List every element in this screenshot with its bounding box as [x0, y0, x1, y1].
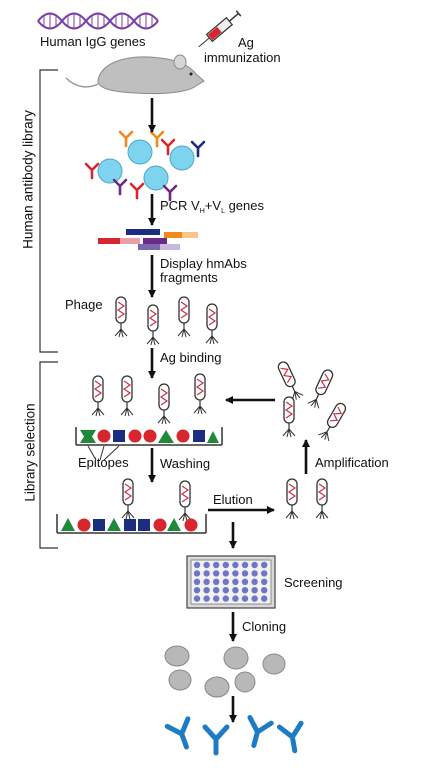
vh-vl-gene-fragments: [98, 229, 198, 250]
plate-well: [203, 578, 210, 585]
ag-label: Ag: [238, 35, 254, 50]
plate-well: [203, 587, 210, 594]
plate-well: [241, 587, 249, 594]
amplified-phage-group: [275, 359, 349, 443]
display-label-line2: fragments: [160, 270, 218, 285]
plate-well: [222, 570, 229, 577]
plate-well: [203, 570, 210, 577]
epitopes-label: Epitopes: [78, 455, 129, 470]
plate-well: [213, 570, 220, 577]
plate-well: [241, 578, 249, 585]
library-bracket: [39, 69, 58, 353]
immunization-label: immunization: [204, 50, 281, 65]
epitope-row: [75, 427, 223, 461]
plate-well: [203, 595, 210, 602]
washing-label: Washing: [160, 456, 211, 471]
eluted-phage-group: [285, 478, 329, 520]
mouse-icon: [65, 54, 205, 95]
flow-arrows: [148, 98, 310, 723]
plate-well: [193, 595, 201, 602]
screening-label: Screening: [284, 575, 343, 590]
plate-well: [222, 561, 229, 569]
plate-well: [261, 578, 268, 585]
plate-well: [232, 595, 239, 602]
plate-well: [251, 595, 258, 602]
selection-side-label: Library selection: [22, 403, 38, 502]
plate-well: [261, 595, 268, 602]
plate-well: [251, 570, 258, 577]
plate-well: [213, 587, 220, 594]
phage-label: Phage: [65, 297, 103, 312]
display-label-line1: Display hmAbs: [160, 256, 247, 271]
cloning-label: Cloning: [242, 619, 287, 634]
plate-well: [213, 578, 220, 585]
plate-well: [222, 587, 229, 594]
plate-well: [241, 561, 249, 569]
washed-phage-group: [121, 478, 192, 522]
plate-well: [261, 561, 268, 569]
ag-binding-label: Ag binding: [160, 350, 222, 365]
amplification-label: Amplification: [315, 455, 389, 470]
plate-well: [241, 595, 249, 602]
plate-well: [261, 587, 268, 594]
plate-well: [213, 595, 220, 602]
plate-well: [222, 595, 229, 602]
plate-well: [203, 561, 210, 569]
plate-well: [241, 570, 249, 577]
well-plate-icon: [186, 555, 276, 609]
antibody-icon: [167, 717, 305, 753]
dna-helix-icon: [37, 12, 159, 30]
plate-well: [222, 578, 229, 585]
selection-bracket: [39, 361, 58, 549]
plate-well: [232, 587, 239, 594]
plate-well: [251, 587, 258, 594]
plate-well: [251, 578, 258, 585]
plate-well: [232, 561, 239, 569]
library-side-label: Human antibody library: [20, 110, 36, 249]
plate-well: [193, 587, 201, 594]
pcr-label: PCR VH+VL genes: [160, 198, 265, 215]
bound-phage-group: [91, 373, 207, 425]
epitope-row-washed: [56, 514, 207, 534]
plate-well: [251, 561, 258, 569]
igg-genes-label: Human IgG genes: [40, 34, 146, 49]
phage-icon: [114, 296, 219, 346]
syringe-icon: [198, 10, 242, 48]
elution-label: Elution: [213, 492, 253, 507]
plate-well: [213, 561, 220, 569]
plate-well: [193, 561, 201, 569]
plate-well: [232, 578, 239, 585]
b-cell-icon: [84, 130, 206, 202]
plate-well: [232, 570, 239, 577]
cell-icon: [164, 645, 286, 698]
plate-well: [261, 570, 268, 577]
plate-well: [193, 578, 201, 585]
plate-well: [193, 570, 201, 577]
